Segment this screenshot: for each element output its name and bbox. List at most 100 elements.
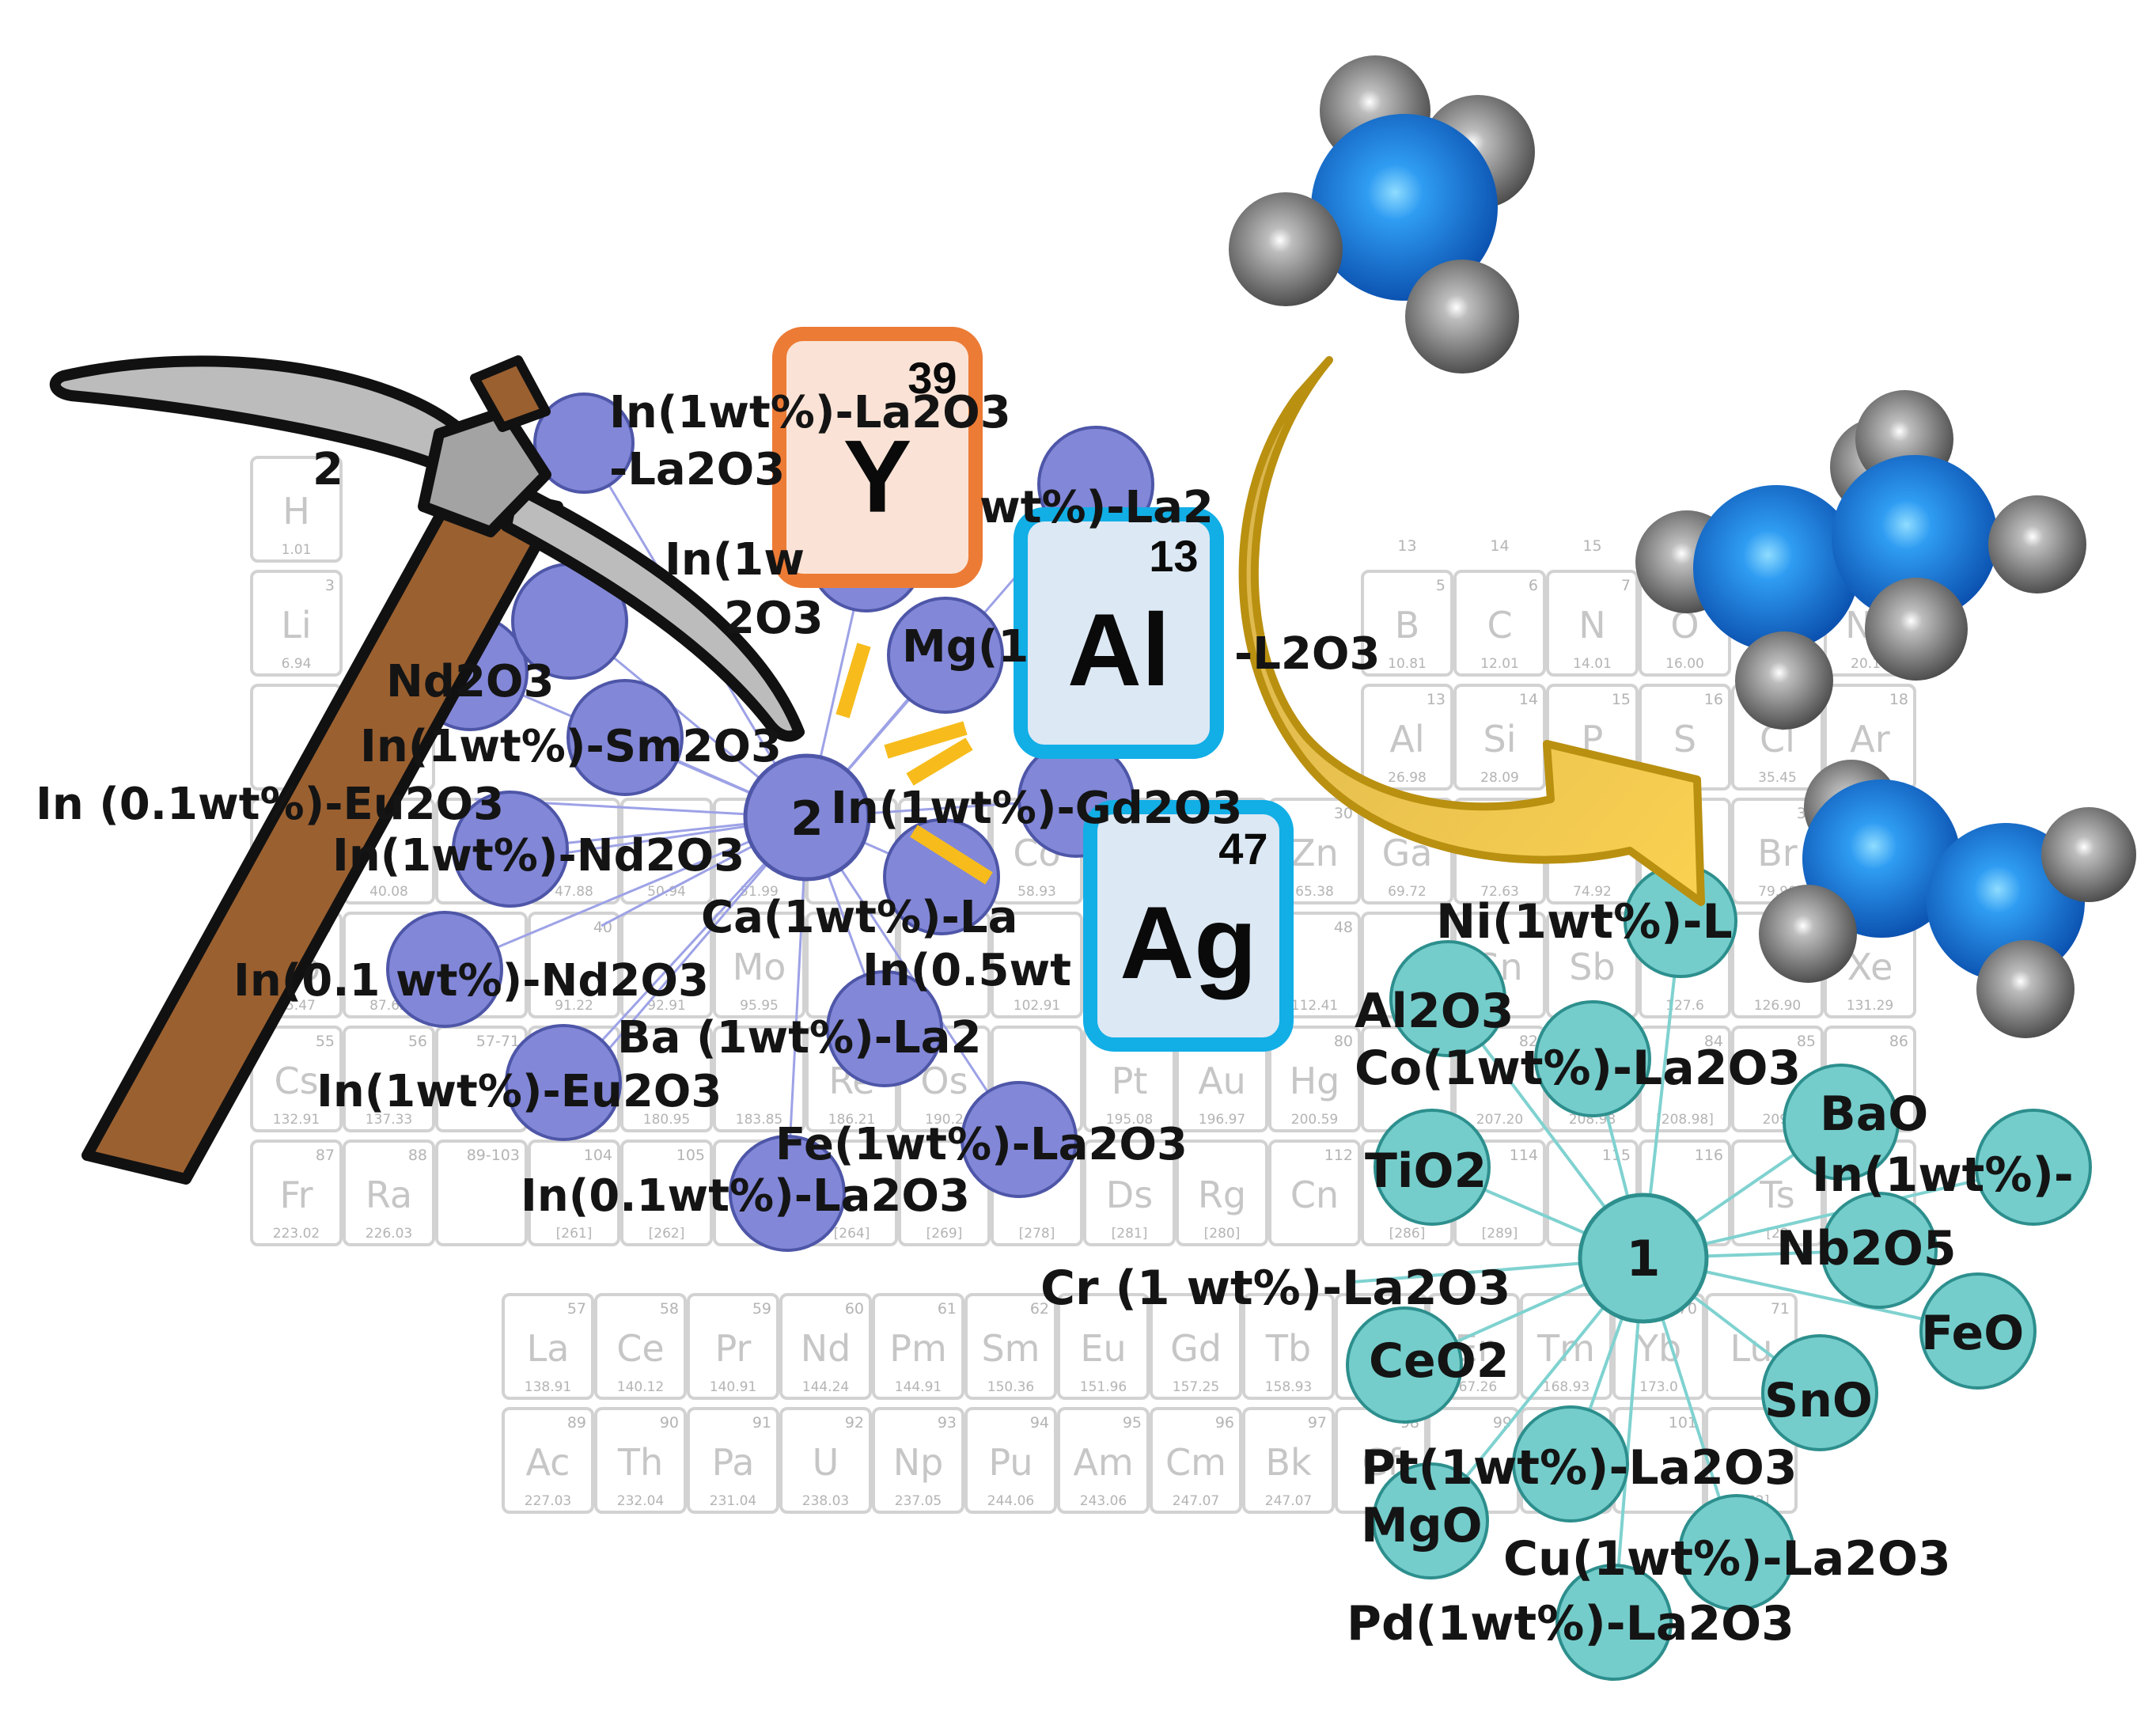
network-node — [1678, 1494, 1795, 1611]
cell-mass: 69.72 — [1388, 884, 1427, 900]
hydrogen-atom — [2041, 807, 2136, 902]
right-node-label: Cu(1wt%)-La2O3 — [1503, 1531, 1951, 1587]
cell-mass: 195.08 — [1106, 1112, 1153, 1128]
cell-number: 13 — [1427, 691, 1446, 708]
cell-number: 55 — [316, 1033, 335, 1050]
hub-node — [743, 753, 871, 882]
cell-symbol: Cs — [274, 1060, 318, 1102]
left-node-label: -L2O3 — [1234, 628, 1380, 680]
right-node-label: Ni(1wt%)-L — [1436, 894, 1733, 950]
cell-mass: [262] — [649, 1226, 685, 1242]
cell-number: 18 — [1889, 691, 1908, 708]
cell-frame — [1361, 570, 1453, 677]
cell-mass: 65.38 — [1295, 884, 1334, 900]
cell-symbol: Au — [1198, 1060, 1246, 1102]
left-node-label: In(1wt%)-La2O3 — [609, 387, 1011, 438]
cell-symbol: Tb — [1265, 1327, 1311, 1370]
cell-symbol: Am — [1073, 1441, 1133, 1484]
cell-symbol: Th — [617, 1441, 663, 1484]
cell-frame — [1242, 1407, 1335, 1514]
element-cell: [269] — [898, 1140, 991, 1246]
hub-node — [1578, 1193, 1709, 1324]
left-node-label: In(1wt%)-Sm2O3 — [360, 721, 782, 772]
cell-symbol: Cn — [1290, 1174, 1339, 1216]
cell-mass: [289] — [1482, 1226, 1518, 1242]
left-node-label: In (0.1wt%)-Eu2O3 — [36, 779, 504, 830]
cell-mass: 72.63 — [1480, 884, 1519, 900]
right-node-label: In(1wt%)- — [1812, 1147, 2074, 1203]
element-cell: 57-71 — [435, 1026, 528, 1132]
cell-symbol: Zn — [1290, 832, 1339, 874]
cell-frame — [1083, 1140, 1176, 1246]
cell-frame — [250, 456, 343, 563]
right-node-label: Al2O3 — [1355, 984, 1514, 1039]
element-cell: 183.85 — [713, 1026, 805, 1132]
connector-dash — [835, 643, 871, 719]
cell-number: 60 — [845, 1300, 864, 1318]
cell-mass: 28.09 — [1480, 770, 1519, 786]
cell-frame — [1242, 1293, 1335, 1400]
card-symbol: Al — [1067, 592, 1170, 707]
cell-mass: 40.08 — [369, 884, 408, 900]
cell-symbol: Rg — [1198, 1174, 1246, 1216]
cell-mass: 190.2 — [925, 1112, 964, 1128]
element-cell: 102.91 — [991, 912, 1083, 1018]
cell-frame — [1150, 1407, 1242, 1514]
cell-frame — [594, 1293, 687, 1400]
left-node-label: In(1wt%)-Gd2O3 — [831, 783, 1242, 834]
cell-frame — [343, 1140, 435, 1246]
cell-number: 48 — [1334, 919, 1353, 936]
cell-mass: 157.25 — [1173, 1379, 1219, 1395]
cell-mass: [280] — [1204, 1226, 1241, 1242]
cell-frame — [687, 1293, 779, 1400]
cell-mass: [269] — [926, 1226, 963, 1242]
cell-mass: 6.94 — [282, 656, 312, 672]
element-card-y: 39Y — [772, 327, 983, 588]
curved-arrow-icon — [1238, 356, 1705, 906]
hydrogen-atom — [1229, 192, 1343, 306]
card-symbol: Y — [843, 419, 912, 534]
cell-symbol: Br — [1757, 832, 1798, 874]
card-frame — [772, 327, 983, 588]
cell-frame — [1453, 570, 1546, 677]
element-cell: Rg [280] — [1176, 1140, 1268, 1246]
cell-symbol: Pm — [889, 1327, 947, 1370]
hydrogen-atom — [1759, 885, 1857, 983]
network-node — [1534, 1000, 1651, 1117]
nitrogen-atom — [1802, 779, 1961, 938]
cell-symbol: U — [813, 1441, 839, 1484]
network-node — [1821, 1192, 1938, 1309]
cell-mass: 132.91 — [273, 1112, 320, 1128]
cell-mass: 237.05 — [895, 1493, 942, 1509]
network-edge — [444, 816, 808, 971]
element-cell: 16S — [1639, 684, 1731, 791]
cell-number: 94 — [1030, 1414, 1049, 1432]
cell-mass: 232.04 — [617, 1493, 664, 1509]
cell-frame — [343, 1026, 435, 1132]
cell-mass: 247.07 — [1173, 1493, 1219, 1509]
network-node — [386, 911, 503, 1028]
cell-symbol: Eu — [1080, 1327, 1126, 1370]
cell-mass: [264] — [834, 1226, 870, 1242]
element-cell: 180.95 — [620, 1026, 713, 1132]
left-node-label: 2O3 — [724, 593, 824, 644]
cell-mass: 14.01 — [1573, 656, 1612, 672]
cell-symbol: Xe — [1847, 946, 1893, 988]
cell-number: 97 — [1308, 1414, 1327, 1432]
cell-symbol: Si — [1483, 718, 1517, 760]
cell-mass: [208.98] — [1656, 1112, 1714, 1128]
right-node-label: Cr (1 wt%)-La2O3 — [1040, 1261, 1510, 1316]
cell-mass: 126.90 — [1754, 998, 1801, 1014]
group-header: 15 — [1582, 537, 1601, 555]
